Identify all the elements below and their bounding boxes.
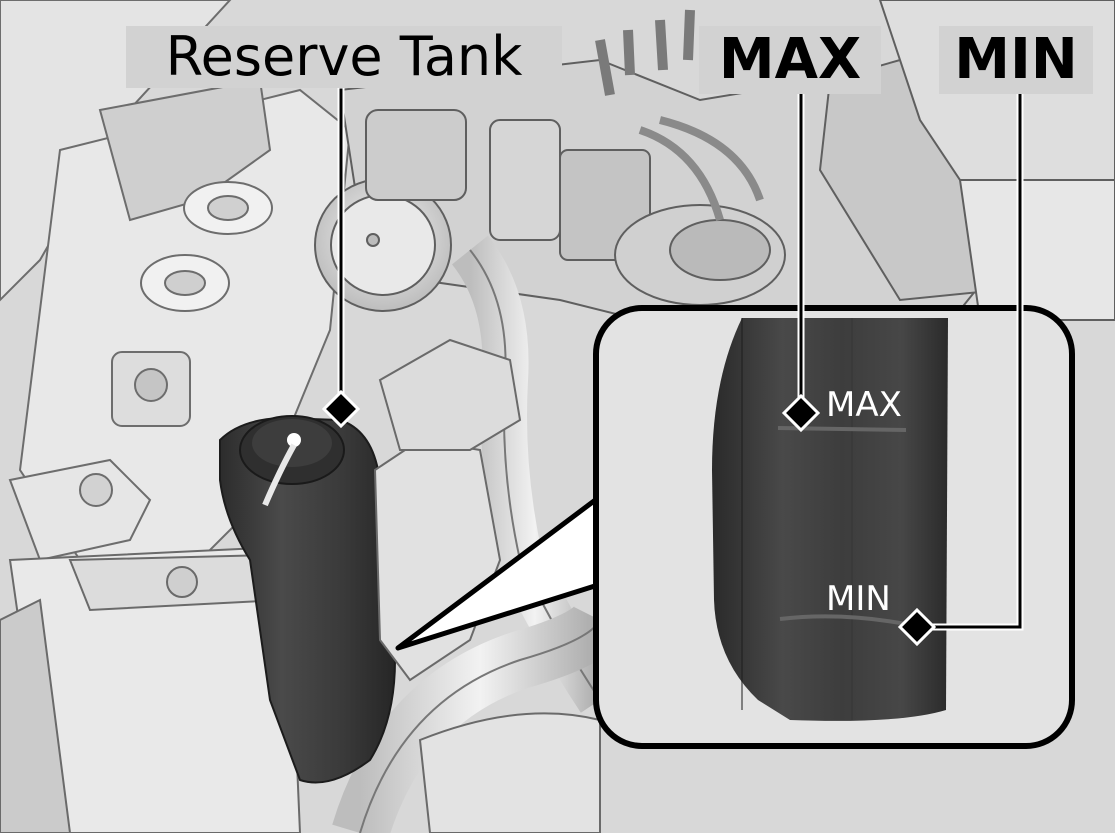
reserve-tank-label: Reserve Tank (126, 26, 562, 88)
inset-max-mark: MAX (826, 385, 902, 425)
min-marker (897, 607, 937, 647)
reserve-tank (219, 338, 522, 784)
front-bracket (0, 546, 302, 833)
engine-components (314, 0, 1115, 322)
callout-markers (321, 389, 937, 647)
leader-lines-core (339, 88, 1022, 629)
inset-min-mark: MIN (826, 579, 891, 619)
min-label: MIN (939, 26, 1093, 94)
inset-detail (593, 305, 1075, 749)
max-marker (781, 393, 821, 433)
min-line (779, 614, 907, 626)
reserve-tank-marker (321, 389, 361, 429)
max-label: MAX (699, 26, 881, 94)
coolant-hoses (332, 235, 626, 833)
